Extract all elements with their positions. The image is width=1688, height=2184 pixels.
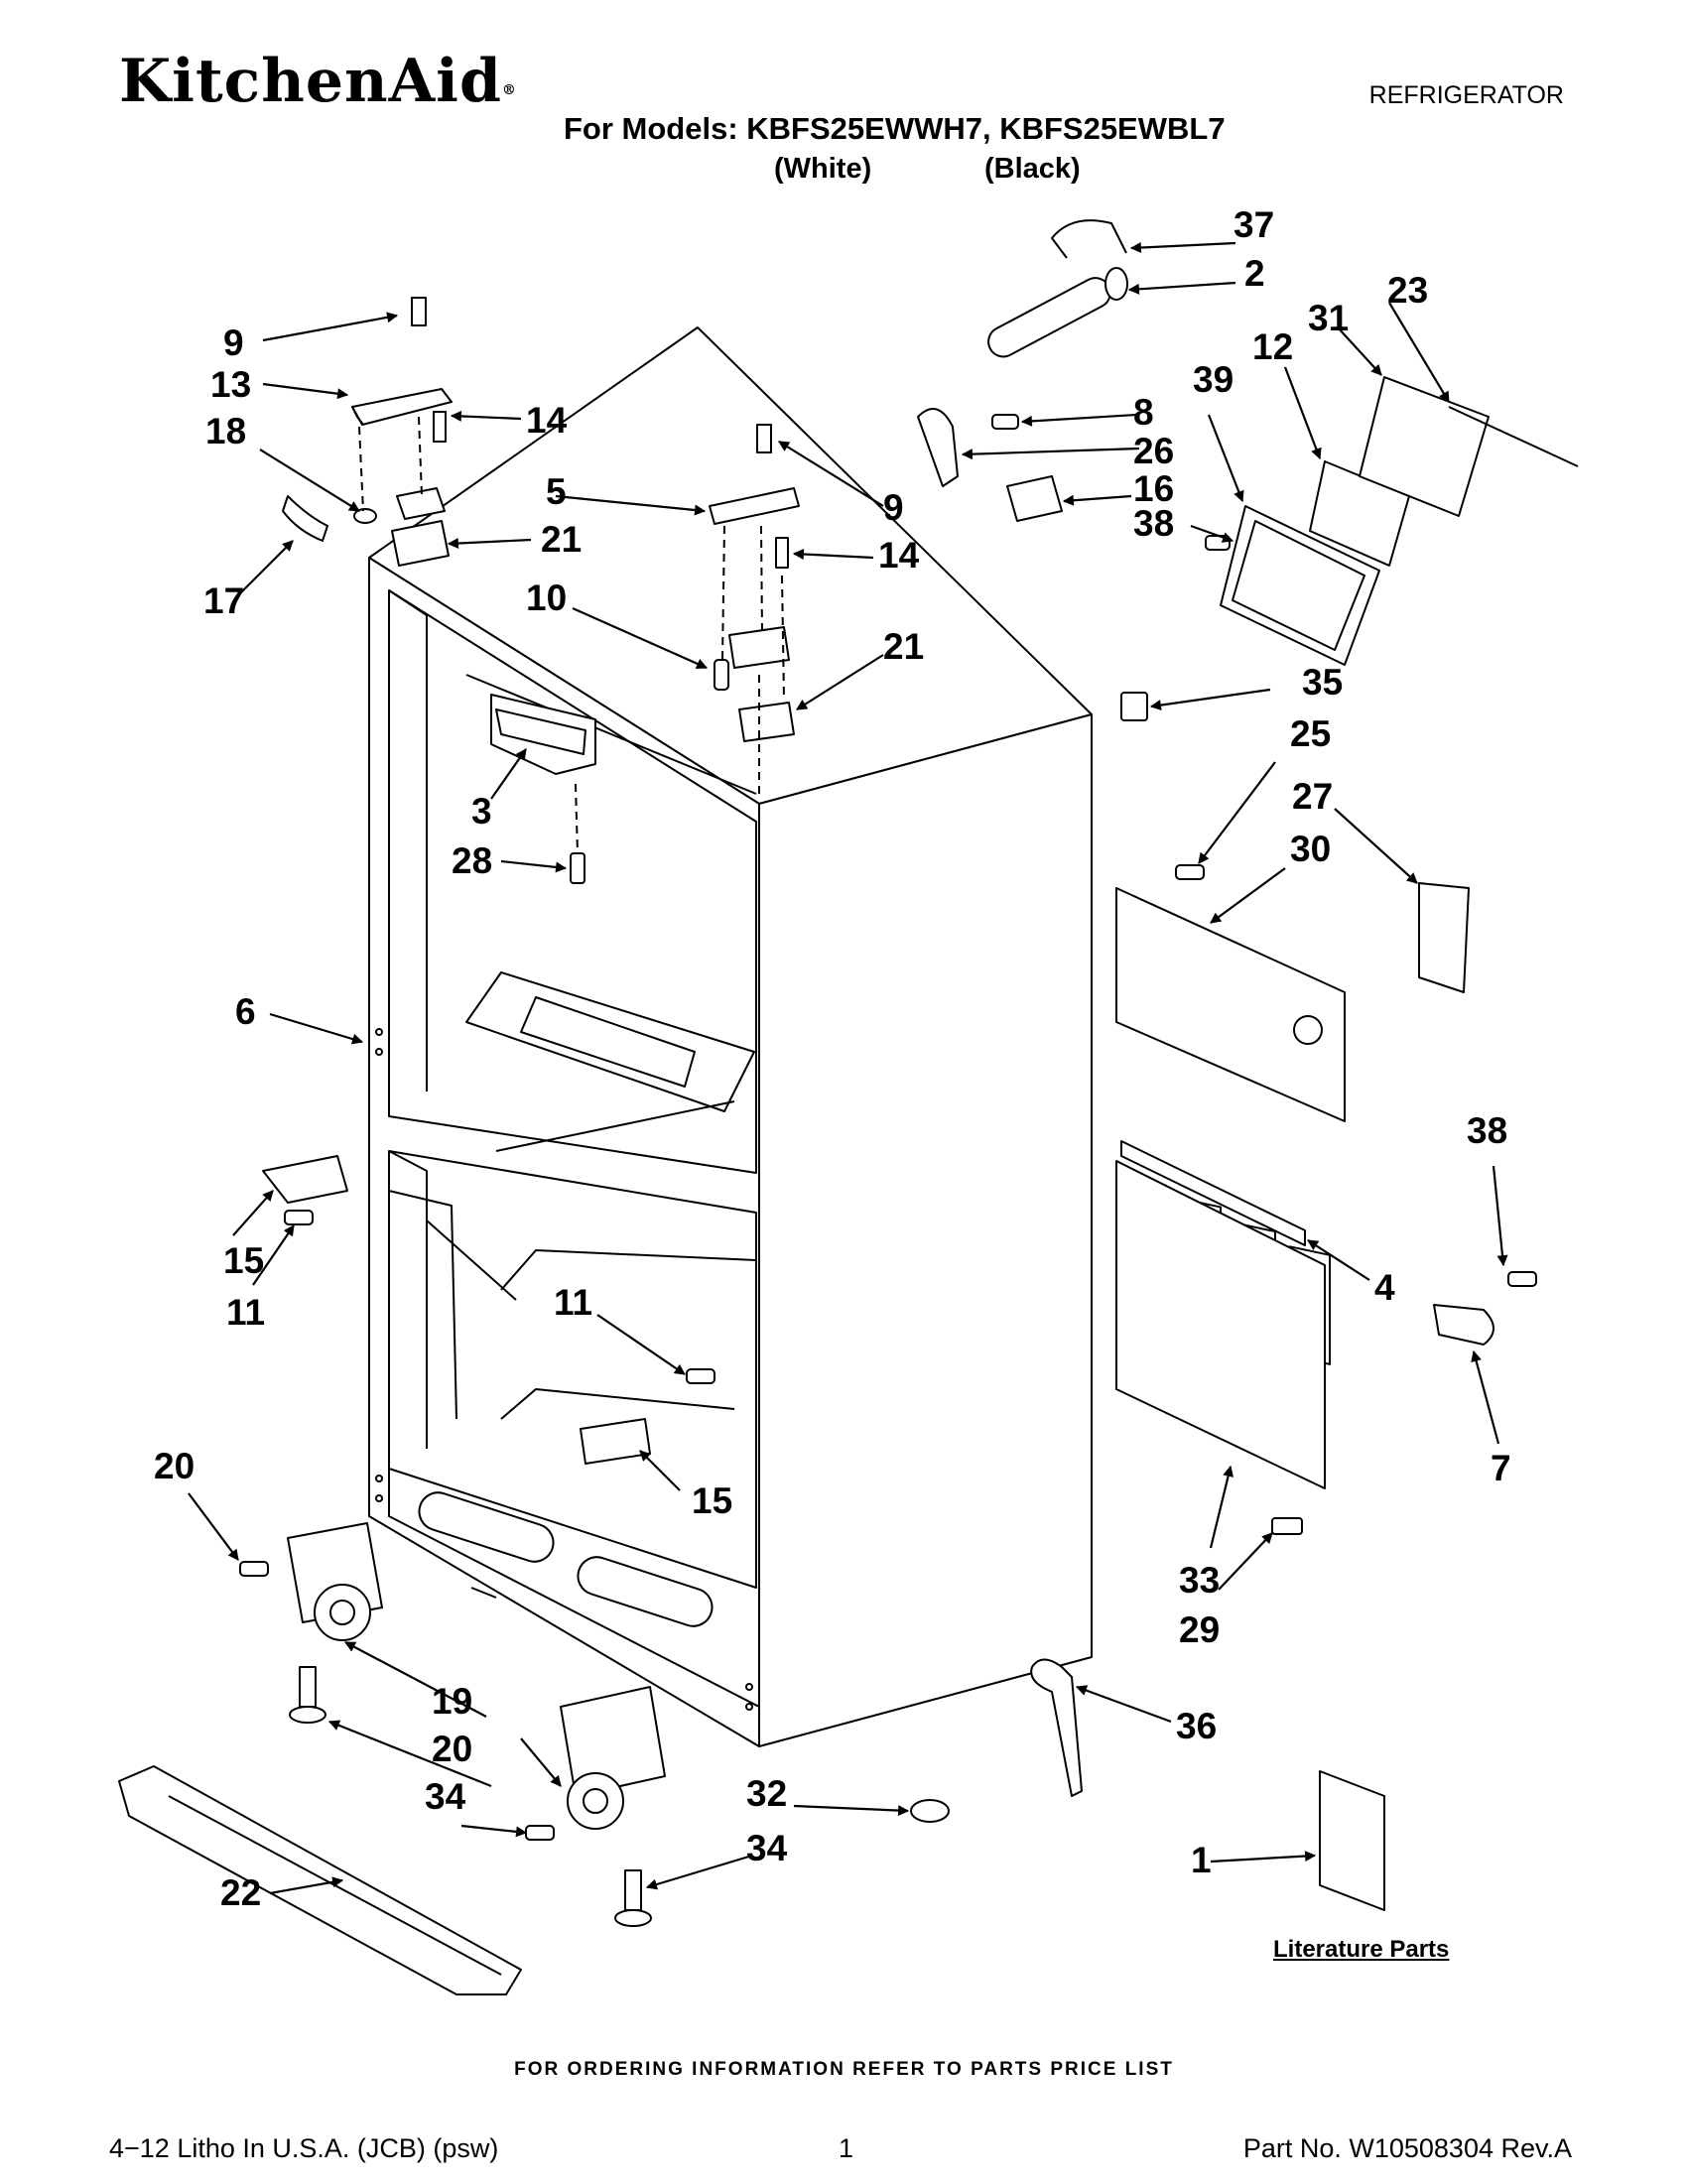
callout-11-left: 11	[226, 1292, 265, 1333]
callout-4: 4	[1374, 1267, 1395, 1308]
callout-27: 27	[1292, 776, 1333, 817]
callout-20-left: 20	[154, 1446, 195, 1486]
part-shapes	[118, 219, 1579, 1995]
models-line: For Models: KBFS25EWWH7, KBFS25EWBL7	[564, 111, 1226, 146]
callout-labels: 37 2 23 31 12 39 8 26 16 38 9 13 14 18 2…	[154, 204, 1511, 1913]
callout-10: 10	[526, 578, 567, 618]
footer-part-number: Part No. W10508304 Rev.A	[1242, 2133, 1572, 2163]
document-type: REFRIGERATOR	[1368, 81, 1564, 109]
callout-12: 12	[1252, 326, 1293, 367]
callout-22: 22	[220, 1872, 261, 1913]
callout-16: 16	[1133, 468, 1174, 509]
callout-11-center: 11	[554, 1282, 592, 1323]
color-label-white: (White)	[774, 153, 872, 185]
callout-26: 26	[1133, 431, 1174, 471]
callout-30: 30	[1290, 829, 1331, 869]
callout-1: 1	[1191, 1840, 1212, 1880]
callout-21-right: 21	[883, 626, 924, 667]
cabinet	[368, 326, 1093, 1747]
callout-8: 8	[1133, 392, 1154, 433]
callout-7: 7	[1491, 1448, 1511, 1488]
brand-name: KitchenAid	[119, 47, 502, 116]
callout-37: 37	[1234, 204, 1274, 245]
callout-33: 33	[1179, 1560, 1220, 1601]
callout-9-right: 9	[883, 487, 904, 528]
callout-15-center: 15	[692, 1480, 732, 1521]
callout-14-left: 14	[526, 400, 568, 441]
callout-35: 35	[1302, 662, 1343, 703]
footer-page-number: 1	[839, 2133, 854, 2163]
callout-31: 31	[1308, 298, 1349, 338]
callout-28: 28	[452, 840, 492, 881]
callout-38-top: 38	[1133, 503, 1174, 544]
callout-13: 13	[210, 364, 251, 405]
callout-2: 2	[1244, 253, 1265, 294]
leader-arrows	[188, 241, 1508, 1895]
callout-32: 32	[746, 1773, 787, 1814]
callout-39: 39	[1193, 359, 1234, 400]
callout-29: 29	[1179, 1609, 1220, 1650]
callout-19: 19	[432, 1681, 472, 1722]
callout-38-right: 38	[1467, 1110, 1507, 1151]
callout-36: 36	[1176, 1706, 1217, 1746]
callout-6: 6	[235, 991, 256, 1032]
literature-parts-label: Literature Parts	[1273, 1936, 1450, 1963]
callout-20-center: 20	[432, 1729, 472, 1769]
callout-18: 18	[205, 411, 246, 451]
callout-34-center: 34	[746, 1828, 788, 1868]
ordering-note: FOR ORDERING INFORMATION REFER TO PARTS …	[514, 2059, 1174, 2080]
callout-34-left: 34	[425, 1776, 466, 1817]
callout-17: 17	[203, 580, 244, 621]
callout-3: 3	[471, 791, 492, 832]
callout-21-left: 21	[541, 519, 582, 560]
callout-9-left: 9	[223, 322, 244, 363]
callout-14-right: 14	[878, 535, 920, 576]
brand-logo: KitchenAid®	[119, 52, 516, 111]
callout-15-left: 15	[223, 1240, 264, 1281]
callout-5: 5	[546, 471, 567, 512]
registered-mark: ®	[501, 82, 516, 98]
footer-litho: 4−12 Litho In U.S.A. (JCB) (psw)	[109, 2133, 499, 2163]
color-label-black: (Black)	[984, 153, 1081, 185]
callout-23: 23	[1387, 270, 1428, 311]
callout-25: 25	[1290, 713, 1331, 754]
